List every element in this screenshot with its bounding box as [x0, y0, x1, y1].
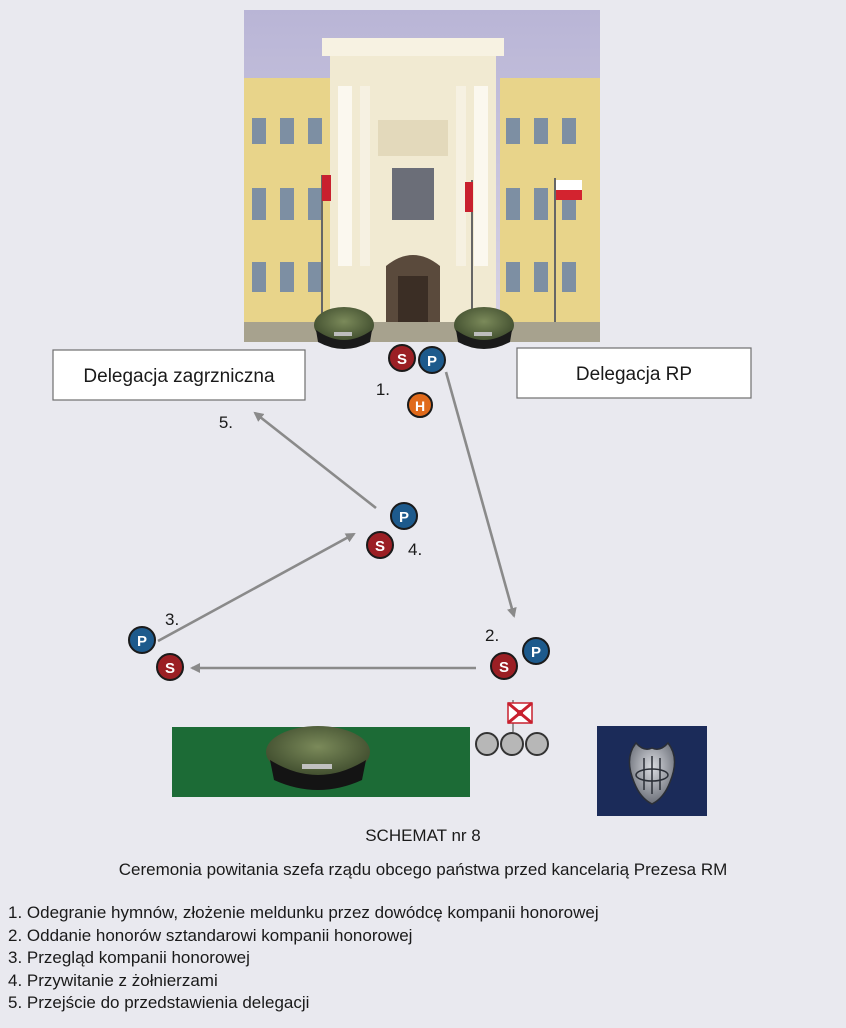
movement-arrows — [157, 371, 517, 673]
svg-text:H: H — [415, 398, 425, 414]
svg-text:P: P — [531, 644, 541, 661]
svg-text:S: S — [165, 660, 175, 677]
color-guard-soldier — [475, 732, 499, 756]
arrow-to-step-5 — [253, 411, 377, 510]
military-cap-icon — [314, 307, 374, 349]
step-4-group: P S 4. — [366, 502, 422, 559]
foreign-delegation-box: Delegacja zagrzniczna — [52, 349, 306, 401]
color-guard-soldier — [525, 732, 549, 756]
step-3-group: 3. P S — [128, 610, 184, 681]
step-1-group: S P 1. H — [376, 344, 446, 418]
svg-text:S: S — [397, 351, 407, 368]
svg-text:S: S — [499, 659, 509, 676]
step-2-group: 2. P S — [485, 626, 550, 680]
chancellery-building-picture — [244, 10, 600, 342]
svg-text:S: S — [375, 538, 385, 555]
schema-subtitle: Ceremonia powitania szefa rządu obcego p… — [118, 860, 728, 879]
step-5-label: 5. — [219, 413, 233, 432]
step-4-label: 4. — [408, 540, 422, 559]
polish-delegation-box: Delegacja RP — [516, 347, 752, 399]
polish-delegation-label: Delegacja RP — [576, 364, 692, 385]
military-cap-icon — [454, 307, 514, 349]
honor-company-block — [172, 726, 470, 797]
lyre-emblem-icon — [628, 741, 676, 805]
marker-h: H — [407, 392, 433, 418]
marker-s: S — [490, 652, 518, 680]
schema-title: SCHEMAT nr 8 — [365, 826, 481, 845]
marker-s: S — [388, 344, 416, 372]
legend-item: 3. Przegląd kompanii honorowej — [8, 948, 250, 967]
legend-item: 5. Przejście do przedstawienia delegacji — [8, 993, 310, 1012]
marker-p: P — [128, 626, 156, 654]
flag-icon — [321, 175, 582, 330]
marker-p: P — [390, 502, 418, 530]
military-band-block — [597, 726, 707, 816]
step-1-label: 1. — [376, 380, 390, 399]
marker-p: P — [418, 346, 446, 374]
arrow-to-step-2 — [444, 371, 517, 618]
legend-item: 2. Oddanie honorów sztandarowi kompanii … — [8, 925, 413, 945]
legend-item: 1. Odegranie hymnów, złożenie meldunku p… — [8, 903, 599, 922]
svg-text:P: P — [399, 509, 409, 526]
military-cap-icon — [266, 726, 370, 790]
foreign-delegation-label: Delegacja zagrzniczna — [83, 366, 275, 387]
arrow-to-step-4 — [157, 532, 356, 643]
steps-legend: 1. Odegranie hymnów, złożenie meldunku p… — [8, 902, 599, 1015]
marker-s: S — [156, 653, 184, 681]
standard-flag-icon — [507, 700, 533, 732]
color-guard — [475, 700, 549, 756]
marker-s: S — [366, 531, 394, 559]
marker-p: P — [522, 637, 550, 665]
svg-text:P: P — [137, 633, 147, 650]
step-3-label: 3. — [165, 610, 179, 629]
step-2-label: 2. — [485, 626, 499, 645]
color-guard-soldier — [500, 732, 524, 756]
svg-text:P: P — [427, 353, 437, 370]
legend-item: 4. Przywitanie z żołnierzami — [8, 970, 218, 990]
